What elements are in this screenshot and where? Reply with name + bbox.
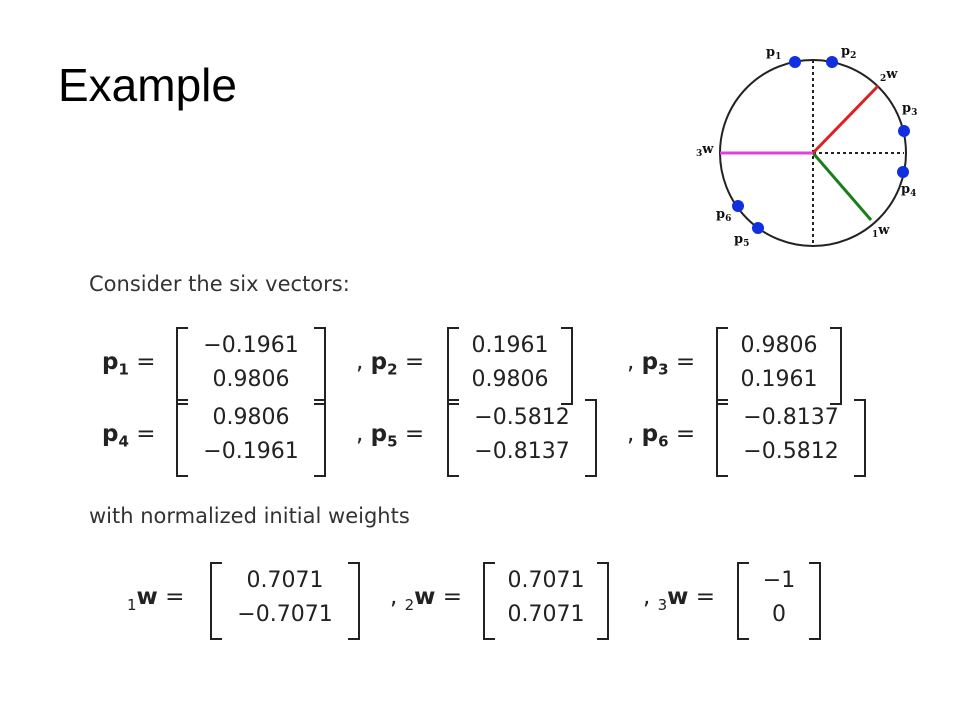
weights-text: with normalized initial weights (89, 504, 410, 528)
vector-p5-label: , p5 = (356, 421, 425, 451)
point-p6 (732, 200, 744, 212)
vector-p5-y: −0.8137 (474, 439, 570, 464)
weight-2w-y: 0.7071 (507, 602, 585, 627)
label-w2: 2w (880, 67, 898, 84)
weight-3w-label: , 3w = (643, 584, 716, 614)
slide-title: Example (58, 59, 237, 111)
vector-p4-label: p4 = (102, 421, 156, 451)
label-w1: 1w (872, 223, 890, 240)
label-p4: p4 (901, 182, 916, 199)
vector-p2-x: 0.1961 (471, 333, 549, 358)
vector-p4-x: 0.9806 (212, 405, 290, 430)
vector-p5-x: −0.5812 (474, 405, 570, 430)
label-p1: p1 (766, 45, 781, 62)
vector-p2-label: , p2 = (356, 349, 425, 379)
vector-p2-y: 0.9806 (471, 367, 549, 392)
vector-p3-y: 0.1961 (740, 367, 818, 392)
label-p5: p5 (734, 232, 749, 249)
weight-1w-matrix: 0.7071 −0.7071 (210, 562, 360, 640)
label-w3: 3w (696, 142, 714, 159)
vector-p6-y: −0.5812 (743, 439, 839, 464)
weight-3w-x: −1 (762, 568, 796, 593)
weight-3w-y: 0 (772, 602, 786, 627)
vector-p1-matrix: −0.1961 0.9806 (176, 327, 326, 405)
vector-p6-label: , p6 = (627, 421, 696, 451)
vector-p3-label: , p3 = (627, 349, 696, 379)
vector-row-1: p1 = −0.1961 0.9806 , p2 = 0.1961 0.9806… (0, 327, 960, 405)
point-p5 (752, 222, 764, 234)
weight-1w-y: −0.7071 (237, 602, 333, 627)
vector-p5-matrix: −0.5812 −0.8137 (447, 399, 597, 477)
vector-p1-y: 0.9806 (212, 367, 290, 392)
vector-p3-x: 0.9806 (740, 333, 818, 358)
weight-3w-matrix: −1 0 (737, 562, 821, 640)
weight-row: 1w = 0.7071 −0.7071 , 2w = 0.7071 0.7071… (0, 562, 960, 640)
label-p3: p3 (902, 101, 917, 118)
label-p6: p6 (716, 207, 731, 224)
consider-text: Consider the six vectors: (89, 272, 350, 296)
vector-p4-matrix: 0.9806 −0.1961 (176, 399, 326, 477)
vector-p1-label: p1 = (102, 349, 156, 379)
vector-row-2: p4 = 0.9806 −0.1961 , p5 = −0.5812 −0.81… (0, 399, 960, 477)
weight-vector-2w (811, 84, 880, 155)
weight-2w-matrix: 0.7071 0.7071 (483, 562, 609, 640)
weight-2w-x: 0.7071 (507, 568, 585, 593)
point-p2 (826, 56, 838, 68)
vector-p6-matrix: −0.8137 −0.5812 (716, 399, 866, 477)
weight-1w-x: 0.7071 (246, 568, 324, 593)
vector-p4-y: −0.1961 (203, 439, 299, 464)
weight-vector-1w (811, 152, 873, 221)
point-p1 (789, 56, 801, 68)
vector-p3-matrix: 0.9806 0.1961 (716, 327, 842, 405)
weight-1w-label: 1w = (127, 584, 185, 614)
point-p4 (897, 166, 909, 178)
point-p3 (898, 125, 910, 137)
vector-p2-matrix: 0.1961 0.9806 (447, 327, 573, 405)
weight-2w-label: , 2w = (390, 584, 463, 614)
label-p2: p2 (841, 44, 856, 61)
unit-circle-diagram: p1 p2 2w p3 3w p4 p6 1w p5 (696, 44, 917, 249)
vector-p6-x: −0.8137 (743, 405, 839, 430)
vector-p1-x: −0.1961 (203, 333, 299, 358)
